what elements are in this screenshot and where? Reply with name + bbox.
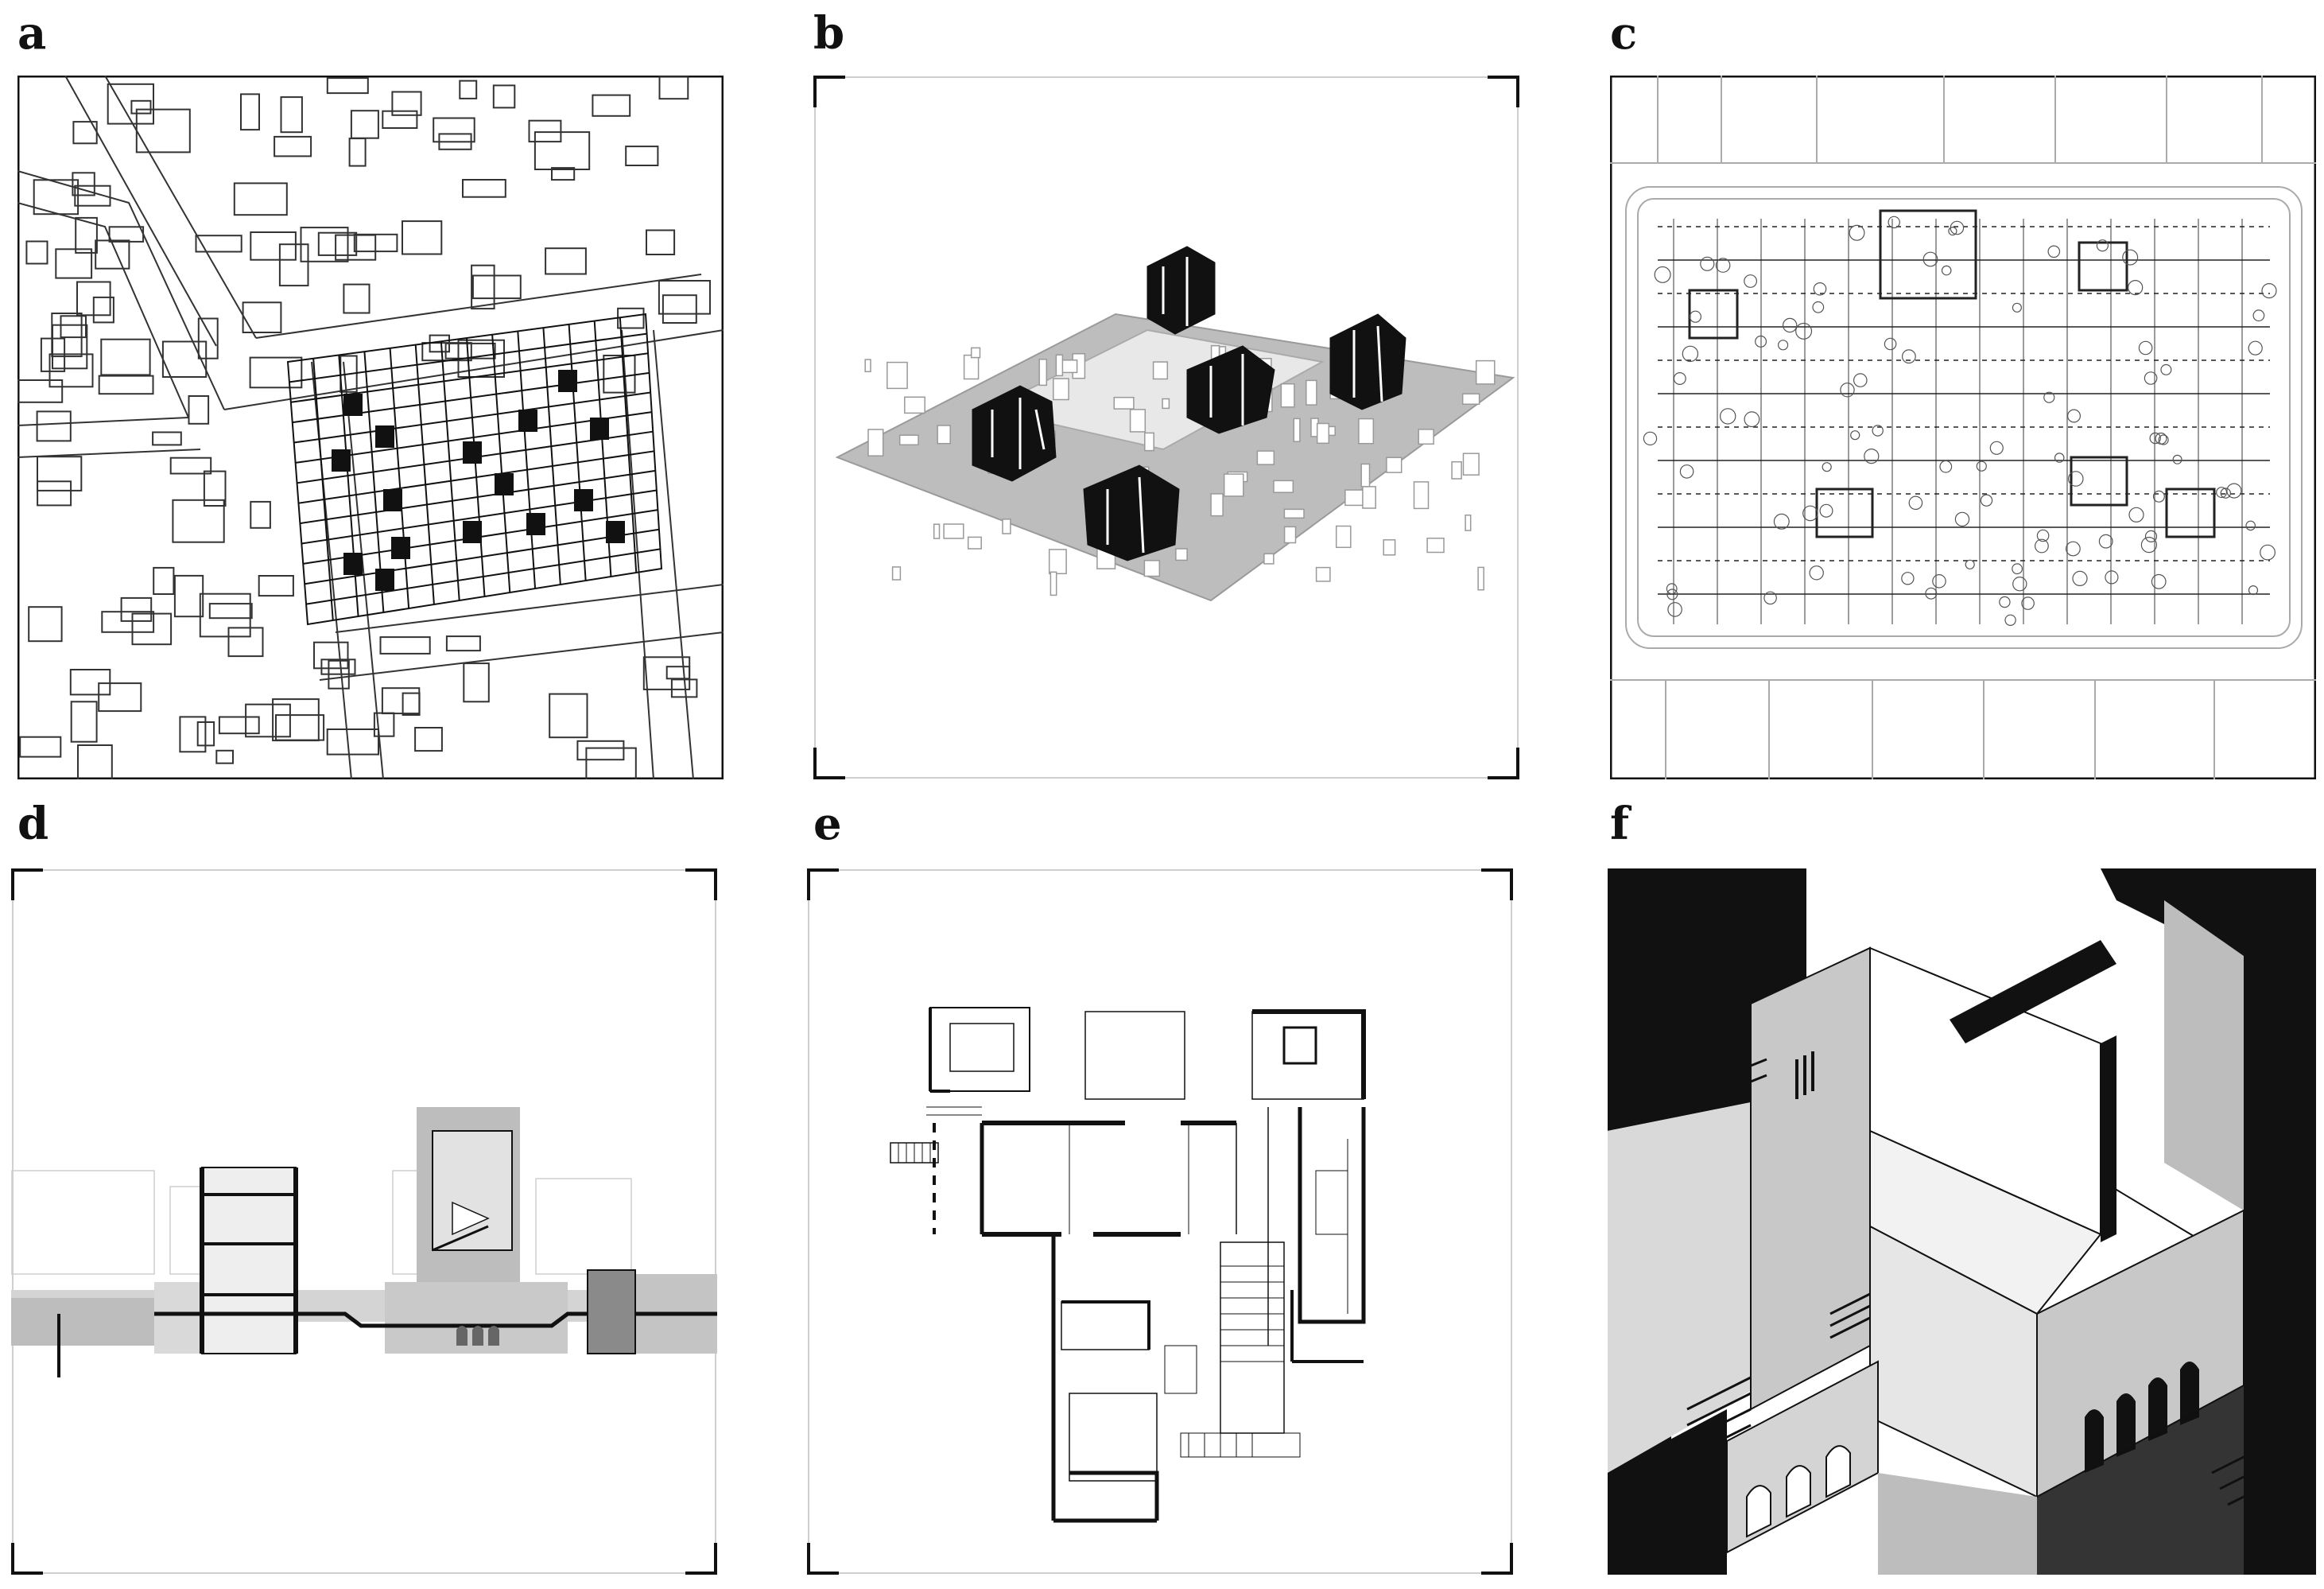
panel-label-f: f: [1610, 798, 1630, 850]
panel-f-axonometric-detail: [1608, 868, 2316, 1575]
panel-a-urban-plan: [17, 76, 724, 779]
axonometric-detail-drawing: [1608, 868, 2316, 1575]
panel-label-b: b: [813, 7, 845, 60]
panel-label-c: c: [1610, 7, 1638, 60]
panel-d-section: [11, 868, 717, 1575]
urban-plan-drawing: [17, 76, 724, 779]
section-elevation-drawing: [11, 868, 717, 1575]
detailed-site-plan-drawing: [1610, 76, 2316, 779]
panel-b-axonometric: [813, 76, 1519, 779]
panel-label-d: d: [17, 798, 49, 850]
panel-c-site-plan: [1610, 76, 2316, 779]
axonometric-site-drawing: [813, 76, 1519, 779]
floor-plan-drawing: [807, 868, 1513, 1575]
panel-label-e: e: [813, 798, 842, 850]
panel-e-floor-plan: [807, 868, 1513, 1575]
panel-label-a: a: [17, 7, 47, 60]
